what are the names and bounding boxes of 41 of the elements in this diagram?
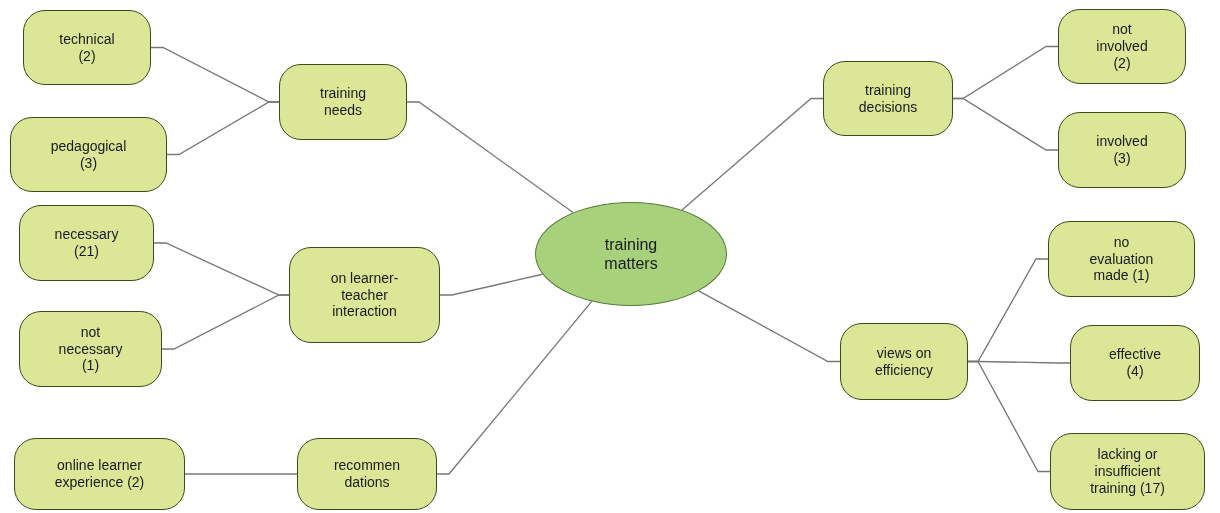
- connector-line: [952, 97, 1059, 151]
- connector-line: [166, 101, 280, 156]
- topic-box: [19, 311, 162, 387]
- connector-line: [184, 473, 298, 475]
- topic-box: [1058, 9, 1186, 84]
- node-label: effective (4): [1108, 346, 1162, 380]
- topic-box: [297, 438, 437, 510]
- node-label: no evaluation made (1): [1088, 233, 1155, 285]
- topic-box: [840, 323, 968, 400]
- topic-box: [1058, 112, 1186, 188]
- connector-line: [967, 360, 1051, 473]
- node-label: necessary (21): [53, 226, 120, 260]
- node-label: not involved (2): [1095, 21, 1149, 72]
- connector-line: [406, 101, 574, 214]
- topic-box: [1050, 433, 1205, 510]
- connector-line: [161, 294, 290, 350]
- node-label: training needs: [319, 85, 367, 119]
- connector-line: [439, 273, 544, 296]
- node-label: lacking or insufficient training (17): [1089, 446, 1166, 497]
- node-label: training matters: [603, 234, 659, 274]
- topic-box: [14, 438, 185, 510]
- topic-box: [289, 247, 440, 343]
- node-label: involved (3): [1095, 133, 1149, 167]
- topic-box: [1070, 325, 1200, 401]
- node-label: not necessary (1): [57, 323, 124, 375]
- node-label: on learner- teacher interaction: [329, 269, 400, 321]
- topic-box: [279, 64, 407, 140]
- node-label: pedagogical (3): [49, 137, 128, 172]
- node-label: online learner experience (2): [53, 457, 146, 491]
- node-label: training decisions: [857, 81, 919, 116]
- topic-box: [23, 10, 151, 85]
- node-label: technical (2): [58, 30, 116, 65]
- connector-line: [698, 290, 841, 363]
- node-label: views on efficiency: [873, 344, 935, 379]
- topic-box: [1048, 221, 1195, 297]
- topic-box: [10, 117, 167, 192]
- connector-line: [436, 300, 593, 475]
- topic-box: [19, 205, 154, 281]
- topic-box: [823, 61, 953, 136]
- node-label: recommen dations: [332, 457, 402, 491]
- connector-line: [681, 97, 824, 211]
